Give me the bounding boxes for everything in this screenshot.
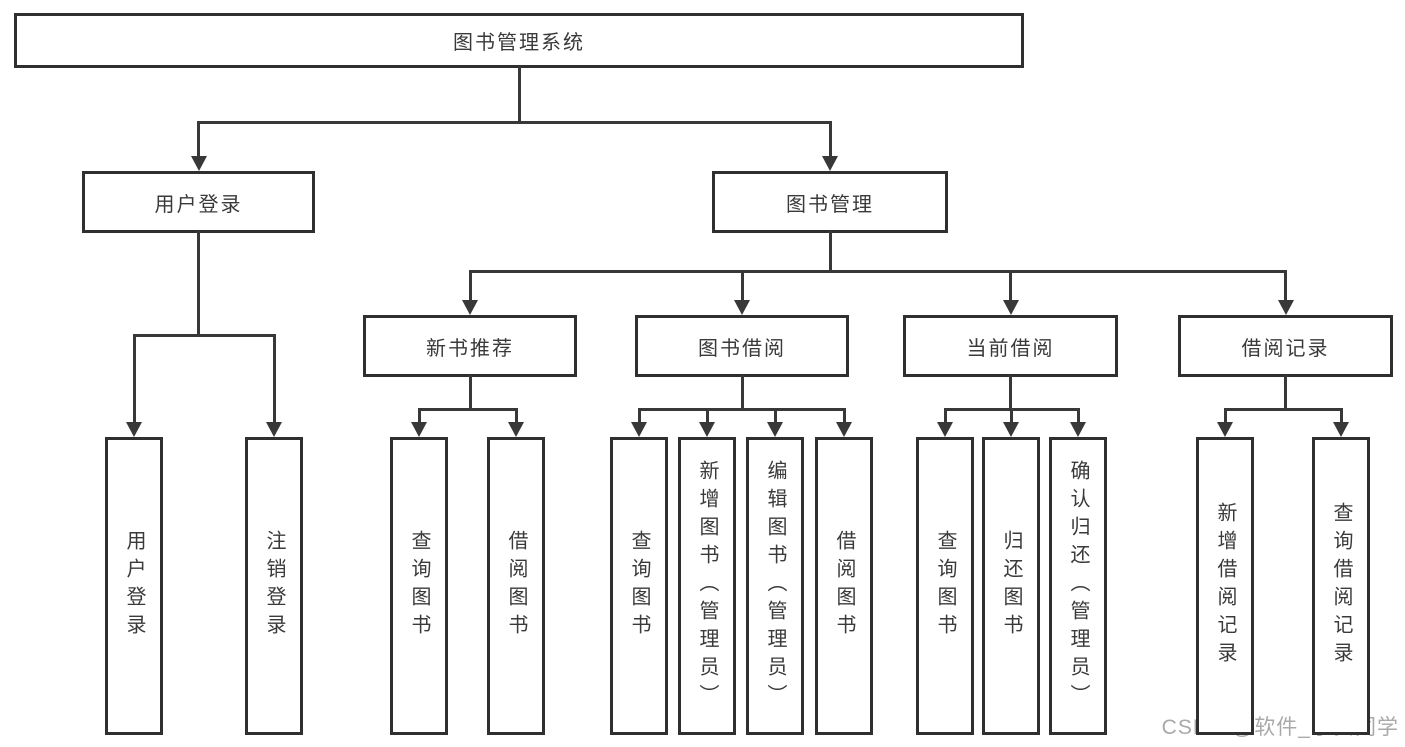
- arrow-down-icon: [631, 422, 647, 437]
- connector-segment: [468, 269, 1287, 273]
- connector-segment: [1076, 409, 1080, 423]
- arrow-down-icon: [1217, 422, 1233, 437]
- connector-segment: [637, 407, 846, 411]
- node-nbr-borrow: 借阅图书: [487, 437, 545, 735]
- connector-segment: [1009, 271, 1012, 301]
- node-bb-add: 新增图书（管理员）: [678, 437, 736, 735]
- node-br-add: 新增借阅记录: [1196, 437, 1254, 735]
- node-label: 借阅图书: [833, 530, 855, 642]
- connector-segment: [132, 333, 276, 337]
- connector-segment: [943, 409, 947, 423]
- node-br-query: 查询借阅记录: [1312, 437, 1370, 735]
- connector-segment: [842, 409, 846, 423]
- node-label: 确认归还（管理员）: [1067, 460, 1089, 712]
- connector-segment: [514, 409, 518, 423]
- node-user-login: 用户登录: [82, 171, 315, 233]
- connector-segment: [468, 375, 472, 409]
- node-label: 查询图书: [408, 530, 430, 642]
- arrow-down-icon: [190, 156, 207, 171]
- connector-segment: [417, 409, 421, 423]
- node-label: 归还图书: [1000, 530, 1022, 642]
- node-leaf-logout: 注销登录: [245, 437, 303, 735]
- arrow-down-icon: [126, 422, 142, 437]
- arrow-down-icon: [1070, 422, 1086, 437]
- node-bb-edit: 编辑图书（管理员）: [746, 437, 804, 735]
- node-cb-query: 查询图书: [916, 437, 974, 735]
- node-label: 新增图书（管理员）: [696, 460, 718, 712]
- connector-segment: [1009, 409, 1013, 423]
- node-new-book-rec: 新书推荐: [363, 315, 577, 377]
- connector-segment: [637, 409, 641, 423]
- node-label: 编辑图书（管理员）: [764, 460, 786, 712]
- connector-segment: [705, 409, 709, 423]
- node-label: 新增借阅记录: [1214, 502, 1236, 670]
- connector-segment: [828, 231, 832, 271]
- node-bb-query: 查询图书: [610, 437, 668, 735]
- node-nbr-query: 查询图书: [390, 437, 448, 735]
- node-label: 用户登录: [154, 193, 243, 216]
- node-label: 查询图书: [934, 530, 956, 642]
- connector-segment: [1009, 375, 1012, 409]
- node-label: 图书管理: [786, 193, 874, 216]
- connector-segment: [417, 407, 518, 411]
- node-current-borrow: 当前借阅: [903, 315, 1118, 377]
- arrow-down-icon: [1003, 422, 1019, 437]
- node-cb-return: 归还图书: [982, 437, 1040, 735]
- node-label: 图书借阅: [698, 337, 786, 360]
- connector-segment: [197, 120, 832, 124]
- connector-segment: [1339, 409, 1343, 423]
- arrow-down-icon: [1002, 300, 1019, 315]
- node-label: 查询借阅记录: [1330, 502, 1352, 670]
- arrow-down-icon: [836, 422, 852, 437]
- arrow-down-icon: [462, 300, 478, 315]
- node-label: 图书管理系统: [453, 32, 585, 54]
- connector-segment: [197, 122, 200, 157]
- connector-segment: [272, 335, 276, 423]
- node-book-mgmt: 图书管理: [712, 171, 948, 233]
- arrow-down-icon: [734, 300, 750, 315]
- node-bb-borrow: 借阅图书: [815, 437, 873, 735]
- connector-segment: [740, 375, 744, 409]
- arrow-down-icon: [937, 422, 953, 437]
- node-label: 新书推荐: [426, 337, 514, 360]
- connector-segment: [1223, 407, 1343, 411]
- connector-segment: [1284, 271, 1287, 301]
- connector-segment: [828, 122, 832, 157]
- connector-segment: [132, 335, 136, 423]
- connector-segment: [740, 271, 744, 301]
- arrow-down-icon: [1333, 422, 1349, 437]
- connector-segment: [773, 409, 777, 423]
- node-label: 注销登录: [263, 530, 285, 642]
- node-label: 借阅图书: [505, 530, 527, 642]
- connector-segment: [517, 66, 521, 122]
- node-book-borrow: 图书借阅: [635, 315, 849, 377]
- arrow-down-icon: [767, 422, 783, 437]
- node-root: 图书管理系统: [14, 13, 1024, 68]
- arrow-down-icon: [266, 422, 282, 437]
- arrow-down-icon: [508, 422, 524, 437]
- arrow-down-icon: [1277, 300, 1294, 315]
- connector-segment: [1284, 375, 1287, 409]
- connector-segment: [197, 231, 200, 335]
- connector-segment: [1223, 409, 1227, 423]
- arrow-down-icon: [411, 422, 427, 437]
- node-label: 当前借阅: [966, 337, 1055, 360]
- node-leaf-user-login: 用户登录: [105, 437, 163, 735]
- connector-segment: [468, 271, 472, 301]
- node-cb-confirm: 确认归还（管理员）: [1049, 437, 1107, 735]
- arrow-down-icon: [699, 422, 715, 437]
- arrow-down-icon: [822, 156, 838, 171]
- node-borrow-records: 借阅记录: [1178, 315, 1393, 377]
- node-label: 查询图书: [628, 530, 650, 642]
- node-label: 用户登录: [123, 530, 145, 642]
- node-label: 借阅记录: [1241, 337, 1330, 360]
